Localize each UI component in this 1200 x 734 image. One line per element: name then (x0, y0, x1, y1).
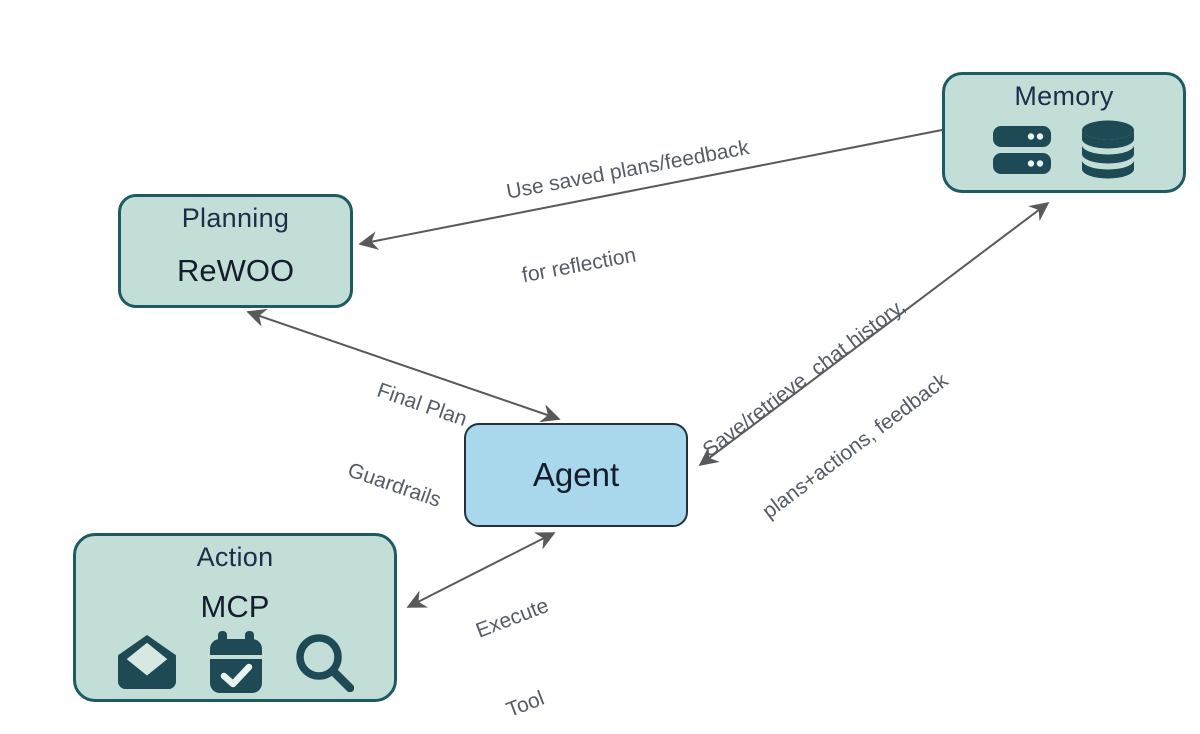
memory-icon-row (993, 120, 1135, 180)
database-icon (1082, 120, 1134, 179)
edge-label-use-saved-plans: Use saved plans/feedback for reflection (494, 79, 777, 345)
arrow-memory-to-planning (358, 129, 943, 250)
search-icon (296, 634, 354, 692)
arrow-planning-agent (246, 308, 561, 423)
node-action: Action MCP (73, 533, 397, 702)
edge-label-line: Guardrails (344, 458, 444, 512)
planning-title: Planning (181, 203, 290, 233)
action-subtitle: MCP (200, 589, 270, 624)
memory-title: Memory (1014, 81, 1114, 111)
server-icon (993, 126, 1051, 174)
edge-label-line: Use saved plans/feedback (504, 136, 752, 204)
agent-title: Agent (532, 456, 620, 493)
action-icon-row (116, 631, 354, 693)
arrow-agent-action (406, 532, 556, 608)
edge-label-line: Final Plan (374, 379, 470, 432)
mail-open-icon (118, 634, 176, 690)
node-planning: Planning ReWOO (118, 194, 353, 308)
planning-subtitle: ReWOO (176, 253, 295, 288)
node-agent: Agent (464, 423, 688, 527)
calendar-check-icon (210, 631, 262, 693)
arrow-agent-memory (698, 201, 1050, 467)
node-memory: Memory (942, 72, 1186, 193)
action-title: Action (196, 542, 274, 572)
edge-label-line: Execute (472, 594, 552, 643)
edge-label-line: for reflection (519, 243, 638, 287)
edge-label-line: Tool (503, 686, 548, 722)
